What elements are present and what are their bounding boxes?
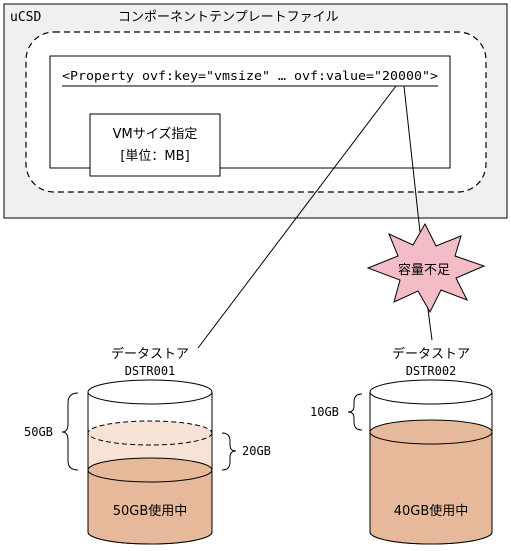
dstr001-heading: データストア <box>111 346 189 362</box>
dstr002-outline <box>369 392 493 545</box>
dstr001-requested-brace <box>221 432 237 471</box>
property-line: <Property ovf:key="vmsize" … ovf:value="… <box>62 68 438 83</box>
dstr001-free-label: 50GB <box>24 425 53 439</box>
connector-to-callout <box>403 85 421 233</box>
dstr001-used-fill <box>88 470 212 544</box>
connector-to-dstr001 <box>197 85 397 349</box>
vmsize-label-line1: VMサイズ指定 <box>113 126 198 142</box>
dstr001-used-label: 50GB使用中 <box>113 503 188 519</box>
dstr002-used-fill <box>370 432 492 544</box>
product-label: uCSD <box>10 10 41 25</box>
template-title: コンポーネントテンプレートファイル <box>118 10 339 25</box>
dstr002-free-brace <box>347 393 363 431</box>
capacity-shortage-label: 容量不足 <box>398 262 450 278</box>
dstr001-free-brace <box>61 392 79 471</box>
dstr002-used-top <box>369 419 493 445</box>
capacity-shortage-burst <box>366 222 486 314</box>
dstr002-free-label: 10GB <box>310 405 339 419</box>
dstr001-rim <box>87 379 213 405</box>
dstr002-id: DSTR002 <box>406 364 457 378</box>
dstr001-outline <box>87 392 213 545</box>
vmsize-box <box>89 113 221 177</box>
vmsize-label-line2: [単位：MB] <box>120 148 189 164</box>
dstr001-requested-top <box>87 420 213 446</box>
dstr001-id: DSTR001 <box>125 364 176 378</box>
dstr001-used-top <box>87 457 213 483</box>
dstr002-heading: データストア <box>392 346 470 362</box>
dstr002-rim <box>369 379 493 405</box>
dstr001-requested-label: 20GB <box>242 444 271 458</box>
dstr002-used-label: 40GB使用中 <box>394 503 469 519</box>
